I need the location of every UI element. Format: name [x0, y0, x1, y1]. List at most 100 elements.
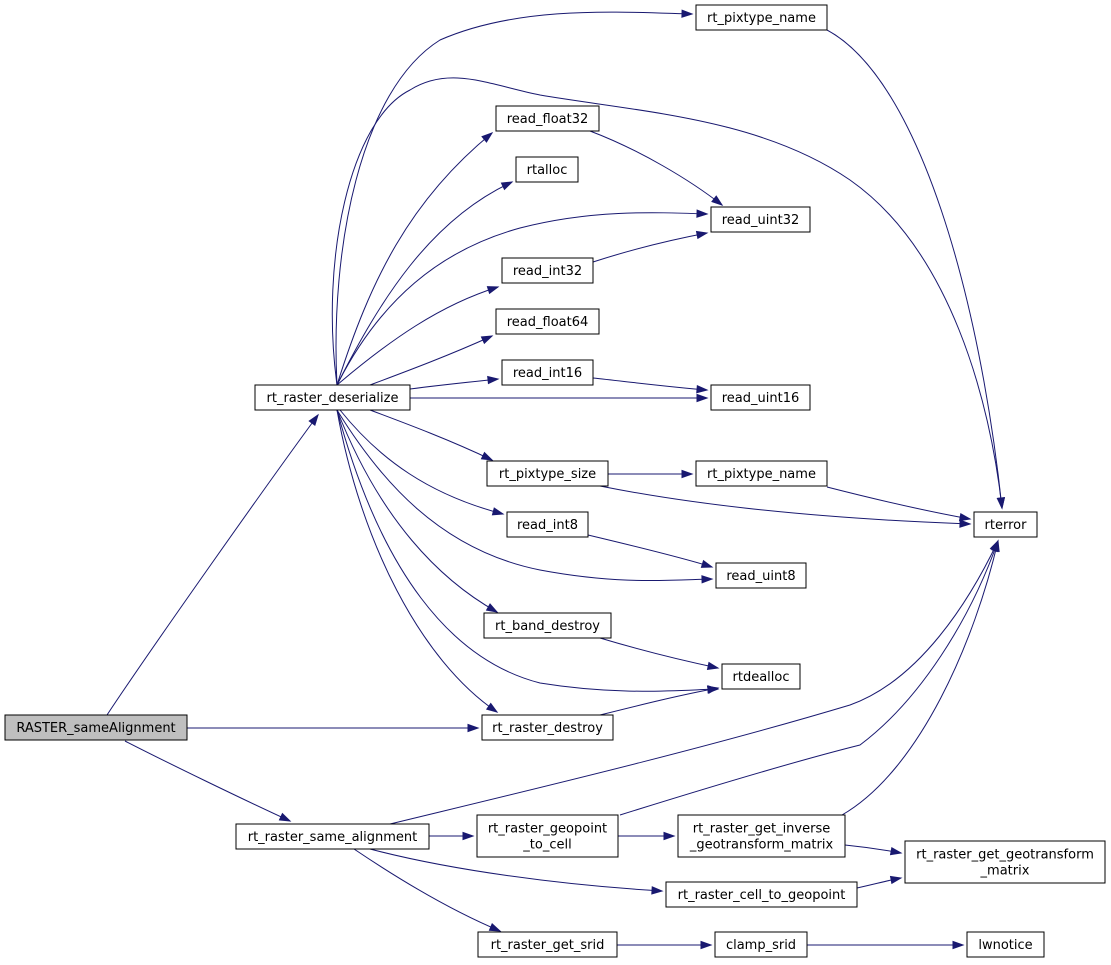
edge-line [599, 687, 719, 716]
edge-rt_raster_deserialize-to-rt_pixtype_size [369, 409, 494, 461]
edge-line [335, 11, 693, 386]
node-label: _to_cell [522, 838, 571, 853]
edge-rt_raster_deserialize-to-rt_band_destroy [336, 409, 499, 613]
edge-rt_raster_deserialize-to-read_float32 [336, 132, 494, 386]
node-read-int8[interactable]: read_int8 [506, 511, 589, 538]
edge-line [336, 409, 498, 713]
node-label: rt_pixtype_name [707, 467, 816, 482]
node-box [973, 511, 1038, 538]
edge-rt_raster_same_alignment-to-rterror [389, 539, 999, 825]
node-rtdealloc[interactable]: rtdealloc [721, 663, 801, 690]
arrowhead [706, 661, 720, 670]
edge-line [353, 848, 501, 932]
edge-line [106, 414, 319, 716]
node-read-int16[interactable]: read_int16 [501, 359, 594, 386]
node-rt-pixtype-size[interactable]: rt_pixtype_size [486, 460, 609, 487]
node-label: _geotransform_matrix [689, 838, 834, 853]
node-read-int32[interactable]: read_int32 [501, 257, 594, 284]
edges-layer [106, 9, 1006, 950]
node-box [481, 714, 614, 741]
arrowhead [488, 923, 502, 932]
arrowhead [663, 831, 676, 841]
node-box [495, 105, 600, 132]
edge-rt_raster_deserialize-to-rt_raster_destroy [336, 409, 499, 713]
arrowhead [485, 702, 499, 713]
node-box [477, 931, 618, 958]
node-rt-pixtype-name-top[interactable]: rt_pixtype_name [695, 4, 828, 31]
arrowhead [696, 393, 709, 403]
node-box [695, 460, 828, 487]
node-label: read_uint8 [726, 569, 795, 584]
node-read-uint16[interactable]: read_uint16 [710, 384, 811, 411]
node-box [714, 931, 808, 958]
edge-line [336, 286, 499, 386]
node-box [495, 308, 600, 335]
node-rt-raster-get-srid[interactable]: rt_raster_get_srid [477, 931, 618, 958]
arrowhead [480, 451, 494, 461]
node-box [966, 931, 1045, 958]
node-label: rt_raster_get_srid [491, 938, 605, 953]
node-label: _matrix [980, 864, 1030, 879]
edge-rt_raster_get_inverse_geotransform_matrix-to-rterror [841, 539, 1000, 816]
node-rt-band-destroy[interactable]: rt_band_destroy [483, 612, 612, 639]
node-rt-raster-get-inverse-geotransform-matrix[interactable]: rt_raster_get_inverse_geotransform_matri… [677, 814, 846, 858]
node-label: lwnotice [978, 938, 1032, 953]
node-label: rt_raster_deserialize [267, 391, 399, 406]
node-box [476, 814, 619, 858]
node-read-float64[interactable]: read_float64 [495, 308, 600, 335]
edge-line [336, 181, 513, 386]
edge-rt_raster_cell_to_geopoint-to-rt_raster_get_geotransform_matrix [856, 875, 903, 889]
node-rt-raster-destroy[interactable]: rt_raster_destroy [481, 714, 614, 741]
node-rt-raster-geopoint-to-cell[interactable]: rt_raster_geopoint_to_cell [476, 814, 619, 858]
edge-line [409, 378, 499, 390]
node-rtalloc[interactable]: rtalloc [515, 156, 579, 183]
node-rt-pixtype-name-mid[interactable]: rt_pixtype_name [695, 460, 828, 487]
edge-line [841, 540, 999, 816]
node-rterror[interactable]: rterror [973, 511, 1038, 538]
node-label: clamp_srid [726, 938, 796, 953]
node-box [501, 359, 594, 386]
node-label: rt_raster_get_geotransform [916, 848, 1094, 863]
node-rt-raster-get-geotransform-matrix[interactable]: rt_raster_get_geotransform_matrix [904, 840, 1106, 884]
node-read-float32[interactable]: read_float32 [495, 105, 600, 132]
node-label: RASTER_sameAlignment [16, 721, 175, 736]
arrowhead [958, 512, 972, 522]
edge-rt_raster_get_inverse_geotransform_matrix-to-rt_raster_get_geotransform_matrix [844, 844, 903, 856]
arrowhead [889, 875, 903, 885]
node-rt-raster-cell-to-geopoint[interactable]: rt_raster_cell_to_geopoint [665, 881, 858, 908]
node-box [721, 663, 801, 690]
arrowhead [681, 469, 694, 479]
node-box [483, 612, 612, 639]
arrowhead [711, 195, 724, 206]
node-rt-raster-deserialize[interactable]: rt_raster_deserialize [254, 384, 411, 411]
edge-line [389, 540, 999, 825]
edge-line [336, 409, 713, 582]
arrowhead [695, 230, 709, 240]
edge-read_float32-to-read_uint32 [589, 130, 724, 206]
edge-rt_raster_deserialize-to-rterror [331, 77, 1005, 510]
edge-rt_raster_get_srid-to-clamp_srid [617, 940, 713, 950]
node-read-uint8[interactable]: read_uint8 [715, 562, 807, 589]
arrowhead [481, 132, 494, 143]
node-label: rt_pixtype_name [707, 11, 816, 26]
node-box [4, 714, 188, 741]
edge-rt_raster_deserialize-to-rt_pixtype_name_top [335, 9, 694, 386]
arrowhead [991, 539, 1000, 553]
edge-rt_raster_deserialize-to-read_uint32 [336, 209, 709, 386]
arrowhead [278, 812, 292, 822]
arrowhead [480, 335, 494, 345]
node-box [715, 562, 807, 589]
node-lwnotice[interactable]: lwnotice [966, 931, 1045, 958]
edge-rt_pixtype_size-to-rterror [599, 485, 972, 528]
arrowhead [696, 209, 709, 218]
node-read-uint32[interactable]: read_uint32 [710, 206, 811, 233]
node-box [501, 257, 594, 284]
node-rt-raster-same-alignment[interactable]: rt_raster_same_alignment [235, 823, 430, 850]
edge-line [369, 848, 663, 892]
node-clamp-srid[interactable]: clamp_srid [714, 931, 808, 958]
edge-rt_raster_deserialize-to-read_uint8 [336, 409, 714, 584]
edge-rt_raster_deserialize-to-rtalloc [336, 181, 514, 386]
node-label: rt_band_destroy [495, 619, 600, 634]
edge-rt_raster_deserialize-to-read_int16 [409, 375, 500, 390]
